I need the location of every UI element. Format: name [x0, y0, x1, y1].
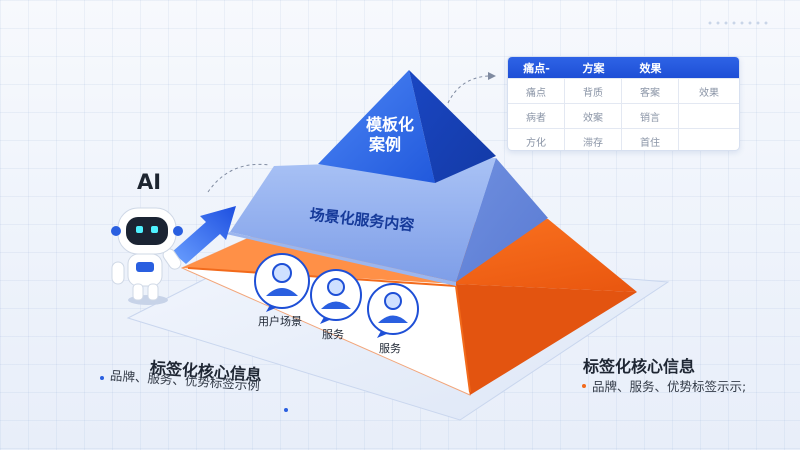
tier-middle — [226, 158, 548, 286]
dashed-connectors — [207, 75, 489, 193]
top-tier-label-line2: 案例 — [368, 135, 401, 154]
bullet-dot-icon — [582, 384, 586, 388]
bottom-label-user-scene: 用户场景 — [258, 314, 302, 328]
decorative-dots — [706, 20, 770, 26]
table-cell: 销言 — [622, 104, 679, 128]
table-cell: 背质 — [565, 79, 622, 103]
table-cell: 痛点 — [508, 79, 565, 103]
table-cell: 效果 — [699, 87, 719, 99]
bullet-dot-icon — [284, 408, 288, 412]
table-cell: 首住 — [622, 129, 679, 150]
table-header-cell: 效果 — [639, 61, 662, 75]
table-header-cell: 痛点- — [523, 61, 550, 75]
table-row: 痛点 背质 客案 效果 — [508, 78, 739, 103]
table-cell — [679, 129, 739, 150]
table-cell: 客案 — [622, 79, 679, 103]
table-cell — [679, 104, 739, 128]
table-cell: 滞存 — [565, 129, 622, 150]
arrow-icon — [172, 206, 236, 264]
table-cell: 方化 — [508, 129, 565, 150]
pointer-arrowhead — [488, 72, 496, 80]
caption-right-subtitle: 品牌、服务、优势标签示示; — [592, 379, 747, 394]
robot-icon — [111, 207, 183, 305]
bullet-dot-icon — [100, 376, 104, 380]
user-circle-icon — [254, 253, 310, 312]
pain-solution-table: 痛点- 方案 效果 痛点 背质 客案 效果 病者 效案 销言 方化 滞存 首住 — [507, 56, 740, 151]
tier-top — [318, 70, 496, 183]
table-header-cell — [679, 57, 739, 78]
table-row: 病者 效案 销言 — [508, 103, 739, 128]
table-cell: 病者 — [508, 104, 565, 128]
bottom-label-service-1: 服务 — [322, 328, 344, 341]
table-cell: 效案 — [565, 104, 622, 128]
service-circle-icon-2 — [367, 283, 419, 338]
table-row: 方化 滞存 首住 — [508, 128, 739, 150]
service-circle-icon-1 — [310, 269, 362, 324]
caption-right-title: 标签化核心信息 — [583, 357, 696, 376]
bottom-label-service-2: 服务 — [379, 342, 401, 355]
table-header: 痛点- 方案 效果 — [508, 57, 739, 78]
top-tier-label-line1: 模板化 — [366, 115, 414, 134]
table-header-cell: 方案 — [582, 61, 605, 75]
ai-label: AI — [137, 170, 162, 194]
